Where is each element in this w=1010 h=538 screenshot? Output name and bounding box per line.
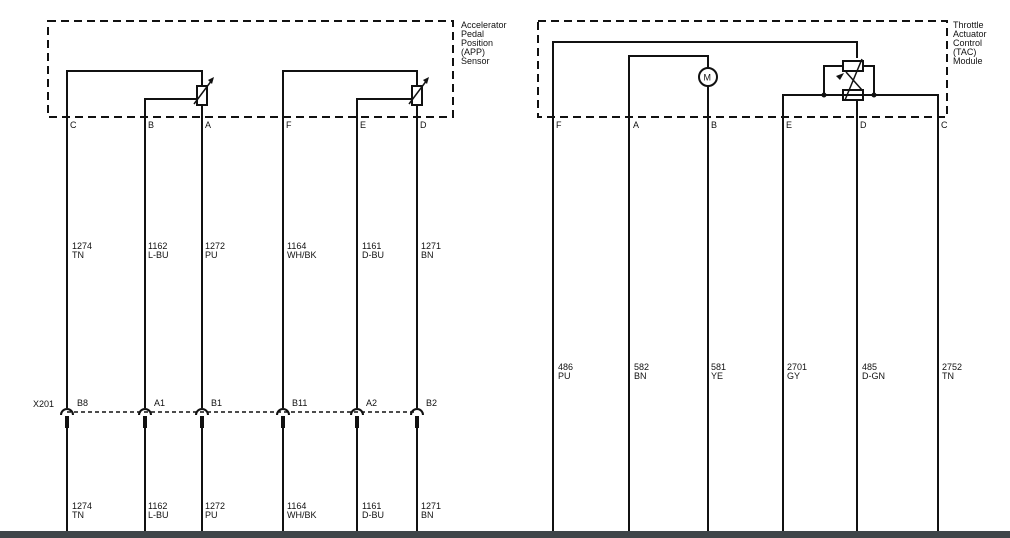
- tac-pin-label: B: [711, 120, 717, 130]
- tac-pin-label: C: [941, 120, 948, 130]
- wire-color: L-BU: [148, 510, 169, 520]
- tac-pin-label: E: [786, 120, 792, 130]
- wire-color: BN: [634, 371, 647, 381]
- x201-connector: X201 B8 A1 B1 B11 A2 B2: [33, 398, 437, 428]
- tac-module-label: Throttle Actuator Control (TAC) Module: [953, 20, 987, 66]
- motor-label: M: [704, 73, 712, 83]
- app-wires-upper: [66, 117, 418, 408]
- wire-color: WH/BK: [287, 510, 317, 520]
- tac-module-label-line: Module: [953, 56, 983, 66]
- tac-wire-labels: 486 PU 582 BN 581 YE 2701 GY 485 D-GN 27…: [558, 362, 962, 381]
- connector-cavity: B11: [292, 398, 307, 408]
- wire-number: 2701: [787, 362, 807, 372]
- wire-number: 1162: [148, 241, 167, 251]
- wire-number: 2752: [942, 362, 962, 372]
- wire-color: D-GN: [862, 371, 885, 381]
- wire-color: PU: [558, 371, 571, 381]
- app-pin-label: C: [70, 120, 77, 130]
- wire-number: 1271: [421, 241, 441, 251]
- connector-cavity: A2: [366, 398, 377, 408]
- app-wire-labels-lower: 1274 TN 1162 L-BU 1272 PU 1164 WH/BK 116…: [72, 501, 441, 520]
- wire-number: 582: [634, 362, 649, 372]
- app-sensor-label-line: Accelerator: [461, 20, 507, 30]
- motor-symbol: [698, 67, 718, 87]
- app-pin-label: A: [205, 120, 211, 130]
- app-wires-lower: [66, 428, 418, 532]
- app-wire-labels-upper: 1274 TN 1162 L-BU 1272 PU 1164 WH/BK 116…: [72, 241, 441, 260]
- tac-internal-circuit: [552, 41, 939, 120]
- wire-number: 1274: [72, 241, 92, 251]
- tac-wires: [552, 117, 939, 532]
- connector-name: X201: [33, 399, 54, 409]
- wire-color: YE: [711, 371, 723, 381]
- wire-number: 486: [558, 362, 573, 372]
- wire-color: GY: [787, 371, 800, 381]
- connector-cavity: A1: [154, 398, 165, 408]
- wire-color: WH/BK: [287, 250, 317, 260]
- app-sensor-label-line: Pedal: [461, 29, 484, 39]
- app-pin-label: F: [286, 120, 292, 130]
- wire-color: D-BU: [362, 510, 384, 520]
- wire-color: TN: [942, 371, 954, 381]
- tac-module-enclosure: [537, 20, 948, 118]
- app-sensor-label-line: Position: [461, 38, 493, 48]
- wire-color: TN: [72, 250, 84, 260]
- connector-cavity: B2: [426, 398, 437, 408]
- app-sensor-label-line: (APP): [461, 47, 485, 57]
- tac-module-label-line: (TAC): [953, 47, 976, 57]
- tac-sensor-arrow: [836, 73, 844, 80]
- wire-color: BN: [421, 510, 434, 520]
- app-potentiometer-1: [66, 70, 214, 120]
- wire-number: 1162: [148, 501, 167, 511]
- tac-module-label-line: Actuator: [953, 29, 987, 39]
- wire-number: 1271: [421, 501, 441, 511]
- app-sensor-label-line: Sensor: [461, 56, 490, 66]
- wire-number: 1272: [205, 241, 225, 251]
- wire-number: 1274: [72, 501, 92, 511]
- app-sensor-enclosure: [47, 20, 454, 118]
- wire-number: 1161: [362, 501, 381, 511]
- app-pin-label: D: [420, 120, 427, 130]
- tac-module-label-line: Control: [953, 38, 982, 48]
- tac-pin-label: F: [556, 120, 562, 130]
- app-pin-label: E: [360, 120, 366, 130]
- app-pin-label: B: [148, 120, 154, 130]
- tac-pin-label: D: [860, 120, 867, 130]
- wire-number: 581: [711, 362, 726, 372]
- wire-color: L-BU: [148, 250, 169, 260]
- wire-number: 1161: [362, 241, 381, 251]
- app-sensor-pins: C B A F E D: [70, 120, 427, 130]
- wire-number: 1164: [287, 501, 306, 511]
- connector-cavity: B8: [77, 398, 88, 408]
- bottom-bar: [0, 531, 1010, 538]
- wire-number: 1272: [205, 501, 225, 511]
- wire-number: 485: [862, 362, 877, 372]
- tac-splice-dots: [821, 92, 877, 98]
- wire-color: PU: [205, 250, 218, 260]
- connector-cavity: B1: [211, 398, 222, 408]
- tac-module-label-line: Throttle: [953, 20, 984, 30]
- tac-module-pins: F A B E D C: [556, 120, 948, 130]
- wire-color: TN: [72, 510, 84, 520]
- wire-color: D-BU: [362, 250, 384, 260]
- app-sensor-label: Accelerator Pedal Position (APP) Sensor: [461, 20, 507, 66]
- wire-color: BN: [421, 250, 434, 260]
- app-potentiometer-2: [282, 70, 429, 120]
- wire-number: 1164: [287, 241, 306, 251]
- wire-color: PU: [205, 510, 218, 520]
- tac-pin-label: A: [633, 120, 639, 130]
